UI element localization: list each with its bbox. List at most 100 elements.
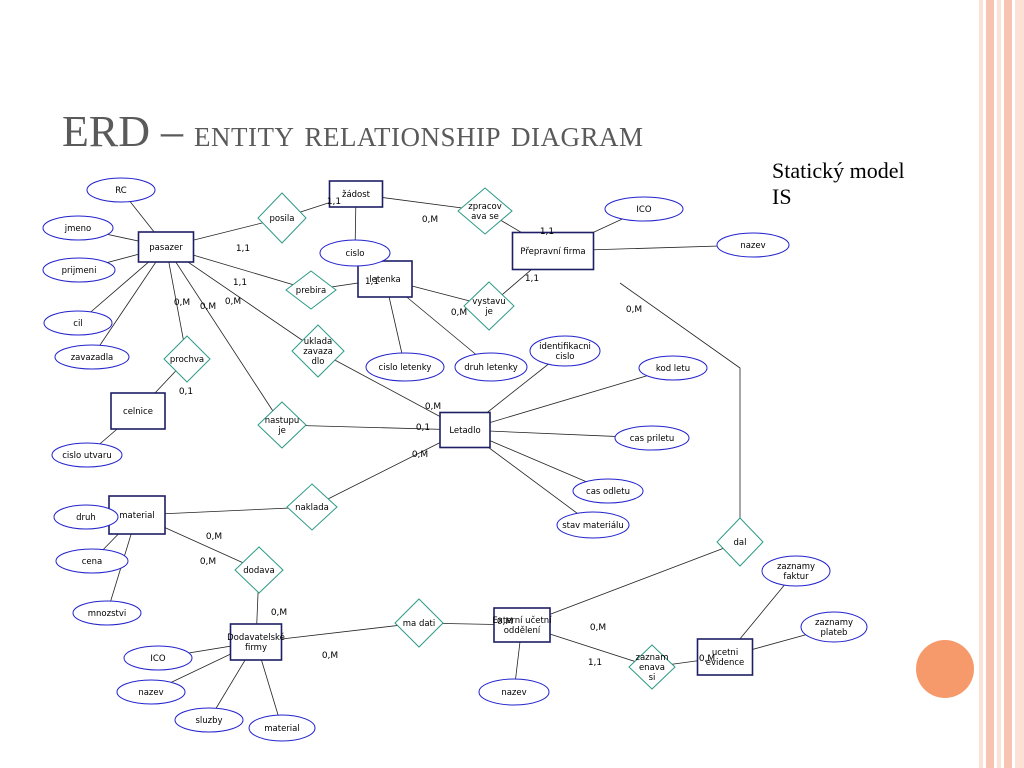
- attribute-cislo_utvaru[interactable]: cislo utvaru: [51, 442, 123, 468]
- attribute-stav_materialu[interactable]: stav materiálu: [556, 511, 630, 539]
- cardinality-c2: 1,1: [236, 244, 250, 254]
- attribute-cislo[interactable]: cislo: [319, 239, 391, 267]
- entity-prepravni[interactable]: Přepravní firma: [511, 231, 595, 271]
- cardinality-c8: 0,M: [451, 308, 467, 318]
- entity-externi-label: Externí učetní: [492, 615, 552, 626]
- entity-prepravni-label: Přepravní firma: [520, 247, 585, 257]
- attribute-stav_materialu-label: stav materiálu: [562, 521, 624, 531]
- relationship-uklada-label: uklada: [304, 337, 332, 347]
- entity-zadost-label: žádost: [342, 190, 371, 200]
- entity-letadlo[interactable]: Letadlo: [439, 411, 491, 449]
- attribute-druh_letenky[interactable]: druh letenky: [454, 352, 528, 382]
- relationship-nastupuje-label: je: [277, 426, 286, 436]
- entity-zadost[interactable]: žádost: [328, 180, 384, 208]
- cardinality-c5: 1,1: [365, 277, 379, 287]
- relationship-zaznamenava-label: enava: [639, 663, 665, 673]
- cardinality-c9: 0,M: [626, 305, 642, 315]
- attribute-zaznamy_plateb-label: plateb: [821, 628, 848, 638]
- attribute-nazev3[interactable]: nazev: [478, 678, 550, 706]
- attribute-zavazadla[interactable]: zavazadla: [54, 344, 130, 370]
- attribute-cas_odletu[interactable]: cas odletu: [572, 478, 644, 504]
- entity-pasazer-label: pasazer: [149, 243, 183, 253]
- attribute-rc[interactable]: RC: [86, 177, 156, 203]
- relationship-dal-label: dal: [734, 538, 747, 548]
- connector-prepravni-dal: [619, 282, 741, 520]
- relationship-prochazi[interactable]: prochva: [163, 335, 211, 383]
- cardinality-c21: 0,M: [497, 617, 513, 627]
- entity-celnice-label: celnice: [123, 407, 153, 417]
- border-stripe-3: [997, 0, 1001, 768]
- entity-letadlo-label: Letadlo: [449, 426, 480, 436]
- relationship-zaznamenava-label: si: [649, 673, 656, 683]
- attribute-cas_priletu-label: cas priletu: [630, 434, 675, 444]
- relationship-posila[interactable]: posila: [257, 192, 307, 244]
- attribute-ico1[interactable]: ICO: [604, 196, 684, 222]
- entity-material[interactable]: material: [108, 495, 166, 535]
- cardinality-c18: 0,M: [200, 557, 216, 567]
- relationship-prebira-label: prebira: [296, 286, 326, 296]
- attribute-mnozstvi-label: mnozstvi: [88, 609, 126, 619]
- attribute-material_attr[interactable]: material: [248, 714, 316, 742]
- attribute-zaznamy_plateb-label: zaznamy: [815, 618, 853, 628]
- cardinality-c23: 1,1: [588, 658, 602, 668]
- relationship-prochazi-label: prochva: [170, 355, 204, 365]
- border-stripe-2: [986, 0, 994, 768]
- cardinality-c4: 1,1: [540, 227, 554, 237]
- cardinality-c11: 0,M: [200, 302, 216, 312]
- cardinality-c10: 0,M: [174, 298, 190, 308]
- relationship-uklada-label: zavaza: [303, 347, 333, 357]
- border-stripe-4: [1004, 0, 1012, 768]
- entity-celnice[interactable]: celnice: [110, 392, 166, 430]
- attribute-identifikacni-label: cislo: [555, 352, 574, 362]
- attribute-nazev2-label: nazev: [138, 688, 163, 698]
- entity-pasazer[interactable]: pasazer: [137, 231, 195, 263]
- attribute-kod_letu[interactable]: kod letu: [638, 355, 708, 381]
- attribute-druh[interactable]: druh: [53, 504, 119, 530]
- attribute-rc-label: RC: [115, 186, 126, 196]
- relationship-nastupuje-label: nastupu: [265, 416, 300, 426]
- relationship-dodava[interactable]: dodava: [234, 546, 284, 594]
- relationship-prebira[interactable]: prebira: [285, 270, 337, 310]
- connector-naklada-material: [136, 506, 313, 516]
- attribute-nazev2[interactable]: nazev: [116, 679, 186, 705]
- attribute-ico2[interactable]: ICO: [123, 645, 193, 671]
- relationship-zaznamenava-label: zaznam: [635, 653, 668, 663]
- cardinality-c24: 0,M: [699, 654, 715, 664]
- attribute-cil[interactable]: cil: [43, 310, 113, 336]
- attribute-prijmeni[interactable]: prijmeni: [42, 257, 116, 283]
- relationship-dal[interactable]: dal: [716, 517, 764, 567]
- slide-title: ERD – entity relationship diagram: [62, 108, 643, 158]
- attribute-identifikacni-label: identifikacni: [539, 342, 591, 352]
- cardinality-c16: 0,M: [412, 450, 428, 460]
- attribute-cas_priletu[interactable]: cas priletu: [614, 425, 690, 451]
- connector-pasazer-uklada: [165, 246, 319, 352]
- cardinality-c15: 0,M: [425, 402, 441, 412]
- attribute-zavazadla-label: zavazadla: [71, 353, 114, 363]
- title-rest: entity relationship diagram: [194, 113, 644, 155]
- relationship-ma_dati[interactable]: ma dati: [394, 598, 444, 648]
- attribute-cislo-label: cislo: [345, 249, 364, 259]
- attribute-cena[interactable]: cena: [55, 548, 129, 574]
- entity-letenka[interactable]: letenka: [357, 260, 413, 298]
- attribute-sluzby[interactable]: sluzby: [174, 707, 244, 733]
- attribute-mnozstvi[interactable]: mnozstvi: [72, 600, 142, 626]
- attribute-nazev1[interactable]: nazev: [716, 232, 790, 258]
- relationship-zpracovava-label: ava se: [471, 212, 499, 222]
- relationship-naklada[interactable]: naklada: [286, 483, 338, 531]
- cardinality-c20: 0,M: [322, 651, 338, 661]
- attribute-zaznamy_faktur-label: zaznamy: [777, 562, 815, 572]
- attribute-cislo_letenky[interactable]: cislo letenky: [365, 352, 445, 382]
- attribute-jmeno[interactable]: jmeno: [42, 215, 114, 241]
